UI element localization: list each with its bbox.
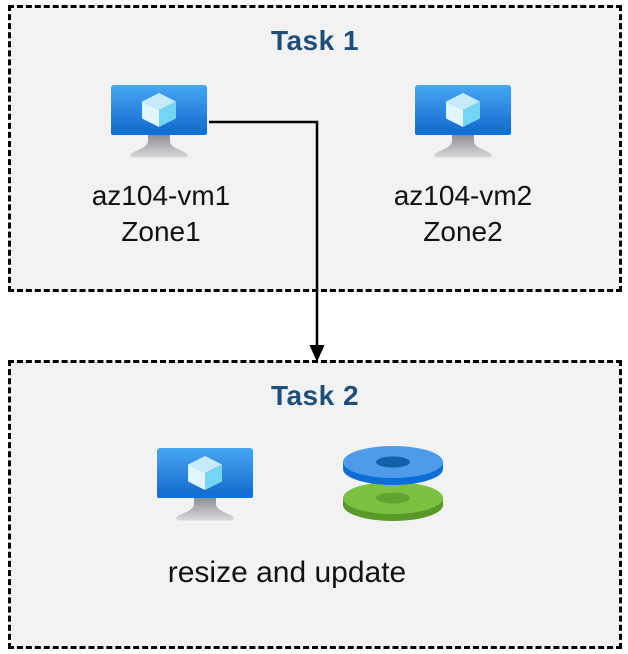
task1-title: Task 1 — [270, 25, 360, 56]
managed-disks-icon — [338, 444, 448, 524]
task2-title: Task 2 — [270, 380, 360, 411]
vm1-zone: Zone1 — [121, 216, 201, 247]
vm2-label: az104-vm2 Zone2 — [353, 178, 573, 250]
vm1-name: az104-vm1 — [91, 180, 231, 211]
vm2-zone: Zone2 — [423, 216, 503, 247]
task2-caption: resize and update — [167, 556, 407, 589]
task2-box: Task 2 resize and update — [8, 360, 622, 649]
virtual-machine-icon — [415, 85, 511, 163]
virtual-machine-icon — [111, 85, 207, 163]
vm1-label: az104-vm1 Zone1 — [51, 178, 271, 250]
virtual-machine-icon — [157, 448, 253, 526]
task1-box: Task 1 az104-vm1 Zone1 az104-vm2 Zone2 — [8, 5, 622, 292]
vm2-name: az104-vm2 — [393, 180, 533, 211]
